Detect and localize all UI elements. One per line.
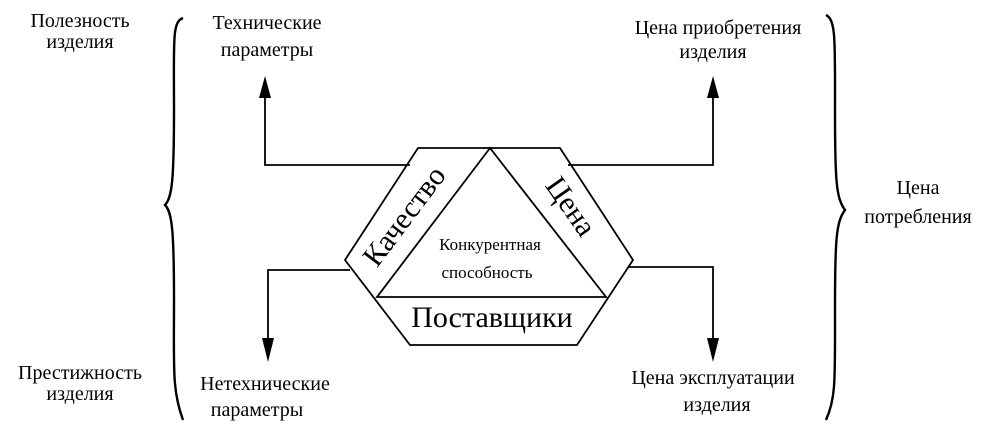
arrowhead-operation [707,338,719,362]
label-purchase-price-line2: изделия [679,41,746,63]
connector-purchase [568,80,714,166]
label-tech-params-line1: Технические [212,12,321,34]
connector-nontech [267,269,350,355]
band-label-price: Цена [539,171,603,243]
hexagon-outline [343,147,635,346]
label-consumption-price-line2: потребления [864,206,971,228]
label-consumption-price-line1: Цена [897,177,940,199]
label-operation-price-line1: Цена эксплуатации [631,367,795,389]
arrowhead-tech [259,76,271,98]
label-purchase-price-line1: Цена приобретения [635,17,802,39]
label-prestige-line1: Престижность [18,362,142,384]
center-label-line2: способность [441,263,532,282]
band-label-suppliers: Поставщики [411,301,572,334]
inner-triangle [375,146,608,298]
arrowhead-purchase [707,76,719,98]
arrowhead-nontech [262,338,274,362]
label-prestige-line2: изделия [46,383,113,405]
label-operation-price-line2: изделия [683,394,750,416]
connector-operation [628,266,714,355]
label-usefulness-line1: Полезность [30,10,129,32]
label-nontech-params-line1: Нетехнические [200,373,330,395]
left-brace [163,16,185,421]
connector-tech [264,80,410,166]
center-label-line1: Конкурентная [439,235,541,254]
label-usefulness-line2: изделия [46,31,113,53]
label-nontech-params-line2: параметры [211,399,303,421]
label-tech-params-line2: параметры [221,39,313,61]
right-brace [824,13,847,421]
